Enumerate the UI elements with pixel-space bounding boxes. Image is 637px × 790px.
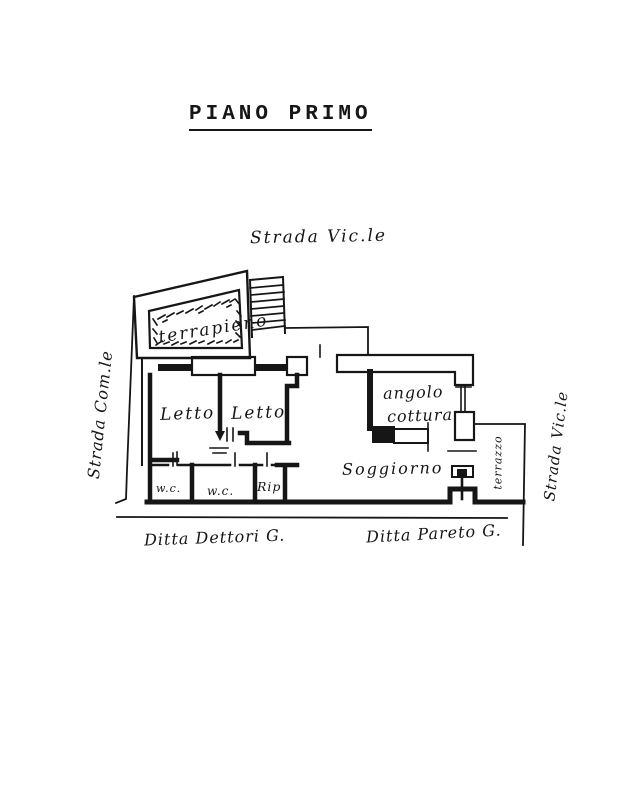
room-label-letto-left: Letto <box>159 403 216 425</box>
staircase <box>248 275 287 339</box>
room-label-terrazzo: terrazzo <box>491 435 505 490</box>
door-sill-right <box>255 364 287 371</box>
room-label-wc-right: w.c. <box>207 484 235 498</box>
site-boundary-left <box>114 295 135 505</box>
terrapieno-hatching <box>151 297 243 347</box>
upper-connector-wall <box>284 326 369 356</box>
door-ticks <box>172 344 477 467</box>
terrapieno-outer-wall <box>132 269 252 360</box>
room-label-wc-left: w.c. <box>156 482 182 495</box>
pillar-box <box>190 355 257 377</box>
terrapieno-inner-wall <box>147 288 244 350</box>
kitchen-counter <box>393 428 429 444</box>
site-boundary-bottom <box>116 516 508 519</box>
room-label-angolo-cottura-line2: cottura <box>386 404 454 427</box>
window-box-fill <box>457 469 467 476</box>
door-leaf-lines <box>455 384 472 413</box>
door-sill-left <box>158 364 192 371</box>
page-title: PIANO PRIMO <box>189 103 372 131</box>
street-label-top: Strada Vic.le <box>249 225 388 249</box>
room-label-rip: Rip <box>257 479 282 494</box>
kitchen-block <box>372 426 395 443</box>
kitchen-band-wall <box>335 353 475 387</box>
corner-box <box>285 355 309 377</box>
room-label-angolo-cottura-line1: angolo <box>382 381 444 404</box>
right-box <box>453 410 476 442</box>
room-label-letto-right: Letto <box>230 402 287 424</box>
site-boundary-right <box>473 423 526 546</box>
door-arrow <box>215 431 225 441</box>
room-label-soggiorno: Soggiorno <box>341 458 444 479</box>
bottom-facade-wall <box>144 486 526 505</box>
